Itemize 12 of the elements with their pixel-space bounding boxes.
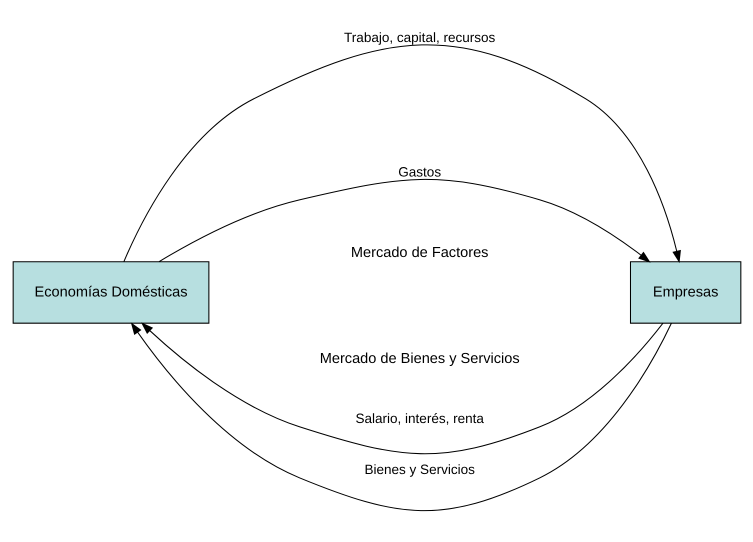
node-box: Empresas xyxy=(629,261,741,324)
edge-label: Trabajo, capital, recursos xyxy=(344,30,495,46)
edge-label: Salario, interés, renta xyxy=(354,411,484,426)
label: Mercado de Factores xyxy=(350,244,488,261)
edge-label: Gastos xyxy=(398,164,441,180)
arrow xyxy=(130,322,672,512)
node-box: Economías Domésticas xyxy=(12,261,209,324)
edge-label: Bienes y Servicios xyxy=(364,462,474,478)
arrow xyxy=(122,44,680,264)
label: Mercado de Bienes y Servicios xyxy=(319,350,520,367)
arrow xyxy=(140,322,663,454)
arrow xyxy=(158,178,650,263)
